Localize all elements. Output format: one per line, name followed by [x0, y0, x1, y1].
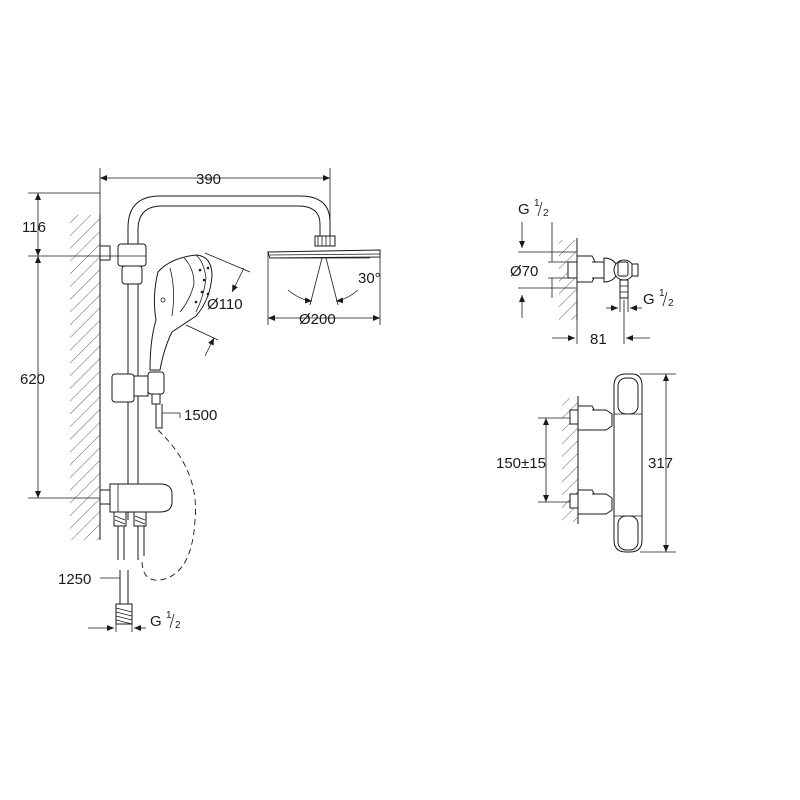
hand-shower [149, 254, 213, 371]
mixer-body [613, 373, 643, 553]
mixer-front-view: 150±15 317 [496, 373, 676, 553]
dim-inlet-spacing-label: 150±15 [496, 455, 546, 472]
svg-text:1: 1 [166, 610, 172, 621]
dim-rosette-diameter-label: Ø70 [510, 263, 538, 280]
dim-mixer-top-thread-label: G [518, 201, 530, 218]
mixer-side-view: G 1 2 Ø70 G 1 2 81 [510, 198, 674, 348]
dim-handshower-hose-label: 1500 [184, 407, 217, 424]
wall-hatch [70, 215, 100, 540]
dim-head-height-label: 116 [22, 219, 46, 236]
head-shower [267, 235, 381, 259]
svg-text:1: 1 [659, 288, 665, 299]
shower-system-view: 390 116 620 Ø110 Ø200 [20, 168, 381, 632]
dim-supply-hose: 1250 [58, 571, 120, 588]
dim-mixer-height-label: 317 [648, 455, 673, 472]
dim-inlet-spacing: 150±15 [496, 417, 570, 503]
shower-arm-outer [127, 195, 331, 255]
dim-head-height: 116 [22, 192, 118, 257]
wall-hatch-front [562, 398, 578, 522]
svg-text:1: 1 [534, 198, 540, 209]
dim-supply-hose-label: 1250 [58, 571, 91, 588]
svg-text:2: 2 [668, 298, 674, 309]
dim-bottom-thread-label: G [150, 613, 162, 630]
dim-handshower-hose: 1500 [162, 407, 217, 424]
dim-tilt-angle-label: 30° [358, 270, 381, 287]
shower-arm-inner [137, 205, 321, 255]
dim-rail-height: 620 [20, 256, 100, 499]
dim-mixer-depth: 81 [552, 300, 650, 348]
dim-rail-height-label: 620 [20, 371, 45, 388]
supply-hose [115, 570, 133, 625]
dim-tilt-angle: 30° [287, 257, 381, 306]
dim-mixer-outlet-thread: G 1 2 [606, 288, 674, 312]
svg-text:2: 2 [543, 208, 549, 219]
dim-handshower-diameter-label: Ø110 [207, 296, 243, 313]
dim-head-diameter: Ø200 [267, 250, 381, 328]
dim-bottom-thread: G 1 2 [88, 610, 181, 632]
dim-mixer-depth-label: 81 [590, 331, 607, 348]
dim-mixer-top-thread: G 1 2 [518, 198, 576, 318]
dim-handshower-diameter: Ø110 [185, 252, 251, 357]
dim-mixer-outlet-thread-label: G [643, 291, 655, 308]
shower-rail [99, 243, 173, 560]
dim-mixer-height: 317 [640, 373, 676, 553]
dim-arm-length-label: 390 [196, 171, 221, 188]
handshower-hose [141, 429, 196, 581]
dim-arm-length: 390 [99, 168, 331, 230]
svg-text:2: 2 [175, 620, 181, 631]
dim-head-diameter-label: Ø200 [299, 311, 336, 328]
wall-hatch-side [559, 240, 577, 320]
